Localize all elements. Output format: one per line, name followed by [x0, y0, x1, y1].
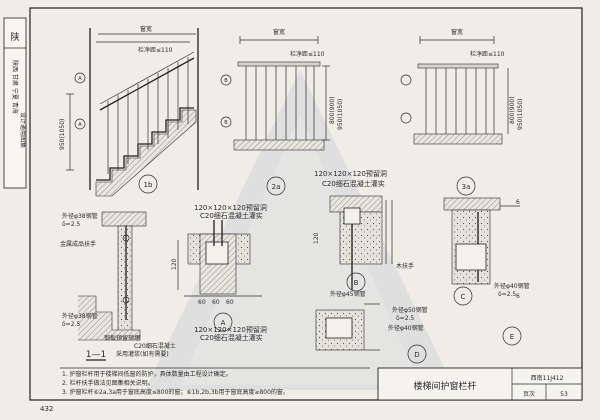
label-c20-concrete-b: 采用灌浆(如有需要) — [116, 350, 169, 358]
label-clear-spacing-2: 栏净距≤110 — [290, 50, 325, 58]
detail-circle-A: A — [221, 319, 226, 327]
side-tab-provinces: 陕西 甘肃 宁夏 青海 — [11, 60, 19, 114]
detail-A — [177, 220, 262, 332]
atlas-label: 西南11J412 — [531, 374, 564, 382]
label-metal-handrail: 金属成品扶手 — [60, 240, 96, 248]
dim-60b: 60 — [212, 299, 220, 306]
dim-120b: 120 — [313, 232, 320, 244]
label-embed-plate-2: 120×120×120预留洞 — [194, 325, 267, 334]
label-pipe-40: 外径φ40钢管 — [388, 324, 424, 332]
label-pipe-45: 外径φ45钢管 — [330, 290, 366, 298]
section-1-1 — [78, 211, 147, 361]
label-wood-handrail: 木扶手 — [396, 262, 414, 270]
dim-6: 6 — [516, 199, 520, 206]
label-precast-block: 钢板预留预埋 — [104, 334, 140, 342]
side-tab-series: 设计通用图集 — [19, 112, 27, 148]
label-embed-plate-2b: C20细石混凝土灌实 — [200, 333, 263, 342]
detail-circle-D: D — [414, 351, 419, 359]
label-c20-concrete: C20细石混凝土 — [134, 342, 176, 350]
detail-B — [329, 195, 393, 292]
label-pipe-40b: 外径φ40钢管 — [494, 282, 530, 290]
label-embed-plate-3: 120×120×120预留洞 — [314, 169, 387, 178]
label-height-950: 950(1050) — [59, 119, 66, 150]
drawing-title: 楼梯间护窗栏杆 — [413, 380, 476, 392]
label-pipe-38-a-thickness: δ=2.5 — [62, 221, 80, 228]
label-clear-spacing-1: 栏净距≤110 — [138, 46, 173, 54]
label-pipe-38-b: 外径φ38钢管 — [62, 312, 98, 320]
detail-D — [315, 303, 427, 364]
detail-label-1b: 1b — [144, 181, 153, 189]
side-tab-brand: 陕 — [10, 31, 19, 43]
label-embed-plate-1: 120×120×120预留洞 — [194, 203, 267, 212]
elevation-2a — [220, 36, 330, 196]
label-embed-plate-1b: C20细石混凝土灌实 — [200, 211, 263, 220]
page-number: 432 — [40, 405, 53, 413]
label-pipe-38-b-thickness: δ=2.5 — [62, 321, 80, 328]
dim-60a: 60 — [198, 299, 206, 306]
detail-circle-E: E — [510, 333, 514, 341]
section-title-1-1: 1—1 — [86, 350, 106, 360]
label-height-800a: 800(900) — [329, 96, 336, 124]
label-height-800b: 800(900) — [509, 96, 516, 124]
label-window-width-1: 窗宽 — [140, 25, 152, 33]
label-window-width-3: 窗宽 — [451, 28, 463, 36]
label-embed-plate-3b: C20细石混凝土灌实 — [322, 179, 385, 188]
sheet-border — [29, 7, 583, 401]
label-pipe-40b-thickness: δ=2.5 — [498, 291, 516, 298]
label-window-width-2: 窗宽 — [273, 28, 285, 36]
dim-60c: 60 — [226, 299, 234, 306]
detail-label-2a: 2a — [272, 183, 281, 191]
label-pipe-50: 外径φ50钢管 — [392, 306, 428, 314]
label-height-950c: 950(1050) — [517, 99, 524, 130]
detail-C — [443, 197, 520, 306]
cut-mark-B2: B — [224, 120, 228, 126]
label-pipe-38-a: 外径φ38钢管 — [62, 212, 98, 220]
elevation-1b — [66, 28, 199, 197]
detail-circle-B: B — [354, 279, 359, 287]
title-block-frame — [377, 367, 583, 401]
dim-120a: 120 — [171, 258, 178, 270]
side-tab — [3, 17, 27, 189]
page-value: 53 — [560, 391, 568, 398]
cut-mark-A2: A — [78, 122, 82, 128]
label-pipe-50-thickness: δ=2.5 — [396, 315, 414, 322]
detail-label-3a: 3a — [462, 183, 471, 191]
page-label: 页次 — [523, 390, 535, 398]
note-1: 1. 护窗栏杆用于楼梯间低窗的防护，具体数量由工程设计确定。 — [62, 370, 232, 378]
detail-circle-C: C — [461, 293, 466, 301]
note-2: 2. 栏杆扶手做法见图集相关说明。 — [62, 379, 154, 387]
label-height-950b: 950(1050) — [337, 99, 344, 130]
note-3: 3. 护窗栏杆⑥2a,3a用于窗底高度≤800的窗；⑥1b,2b,3b用于窗底高… — [62, 388, 289, 396]
cut-mark-B1: B — [224, 78, 228, 84]
elevation-3a — [400, 36, 509, 196]
detail-E — [502, 326, 522, 346]
dim-6b: 6 — [516, 293, 520, 300]
label-clear-spacing-3: 栏净距≤110 — [470, 50, 505, 58]
cut-mark-A1: A — [78, 76, 82, 82]
